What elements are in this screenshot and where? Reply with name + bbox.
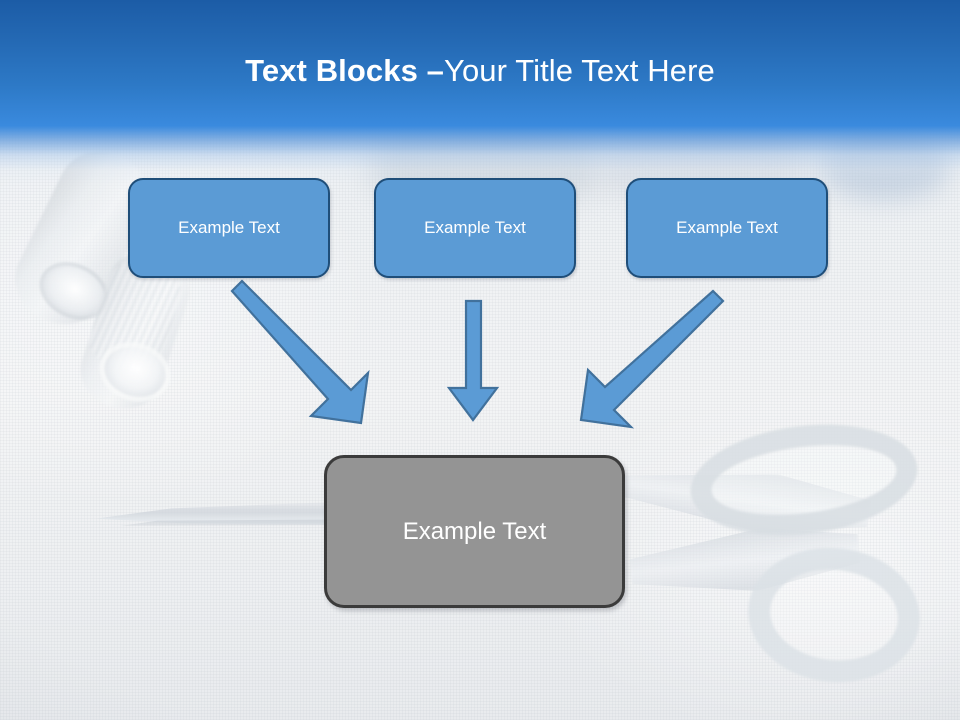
page-title-bold: Text Blocks –: [245, 53, 445, 88]
text-block-result[interactable]: Example Text: [324, 455, 625, 608]
title-banner: Text Blocks –Your Title Text Here: [0, 0, 960, 185]
text-block-2-label: Example Text: [424, 218, 526, 237]
page-title: Text Blocks –Your Title Text Here: [0, 52, 960, 90]
text-block-2[interactable]: Example Text: [374, 178, 576, 278]
scissors-blade-edge: [120, 519, 385, 526]
text-block-3-label: Example Text: [676, 218, 778, 237]
text-block-1-label: Example Text: [178, 218, 280, 237]
text-block-result-label: Example Text: [402, 517, 547, 545]
text-block-1[interactable]: Example Text: [128, 178, 330, 278]
page-title-light: Your Title Text Here: [444, 53, 715, 88]
text-block-3[interactable]: Example Text: [626, 178, 828, 278]
